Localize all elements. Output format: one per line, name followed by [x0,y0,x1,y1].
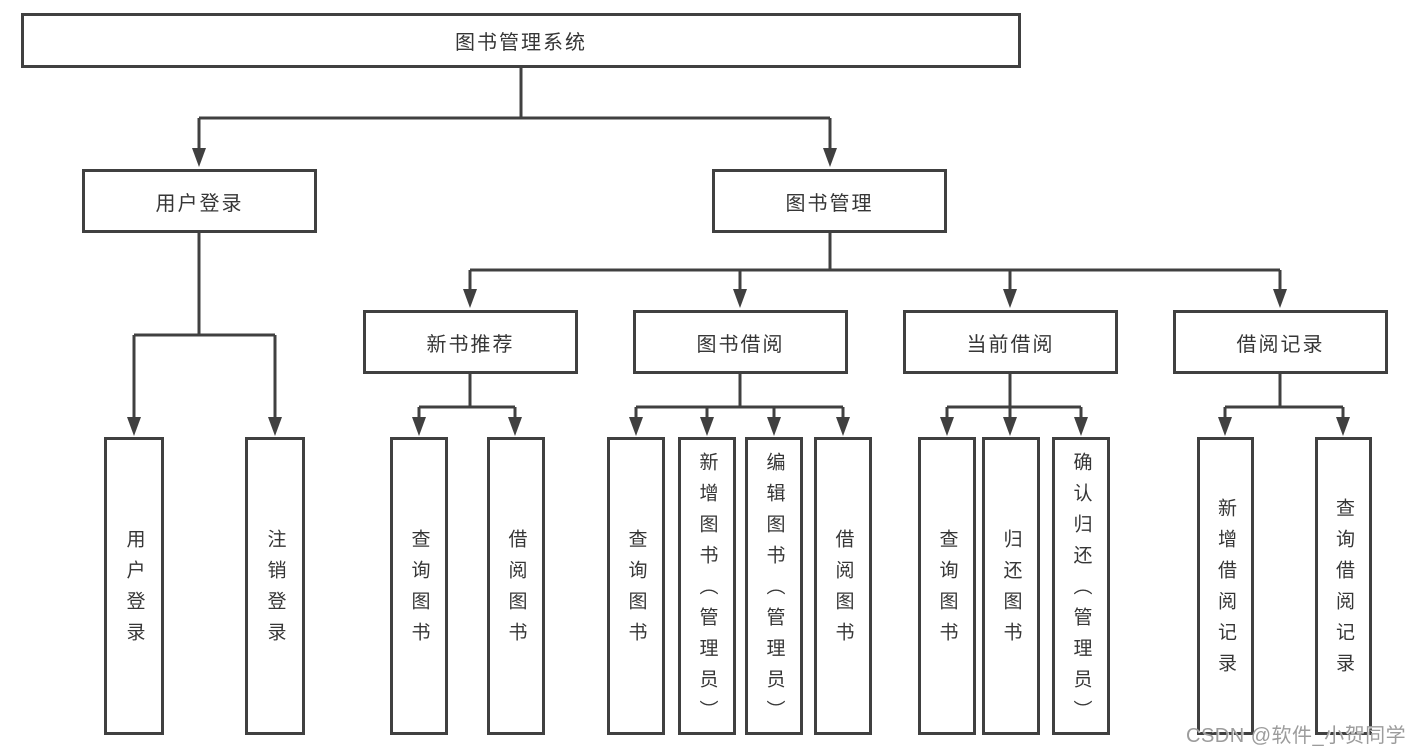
node-book-borrowing-label: 图书借阅 [696,333,785,356]
leaf-logout-label: 注销登录 [264,529,286,653]
leaf-return-book: 归还图书 [982,437,1040,735]
node-library-management-system-label: 图书管理系统 [455,32,587,54]
node-new-book-recommendation: 新书推荐 [363,310,578,374]
node-current-borrowing-label: 当前借阅 [966,333,1055,356]
node-new-book-recommendation-label: 新书推荐 [426,333,515,356]
leaf-query-books-recommend: 查询图书 [390,437,448,735]
leaf-query-borrow-record-label: 查询借阅记录 [1333,498,1354,684]
node-current-borrowing: 当前借阅 [903,310,1118,374]
leaf-logout: 注销登录 [245,437,305,735]
leaf-query-books-recommend-label: 查询图书 [408,529,430,653]
leaf-borrow-books-label: 借阅图书 [832,529,854,653]
leaf-query-books-current-label: 查询图书 [936,529,958,653]
node-user-login-label: 用户登录 [155,192,244,215]
node-borrowing-records-label: 借阅记录 [1236,333,1325,356]
leaf-add-book-admin-label: 新增图书（管理员） [696,451,718,731]
leaf-query-books-current: 查询图书 [918,437,976,735]
leaf-query-borrow-record: 查询借阅记录 [1315,437,1372,735]
leaf-user-login-label: 用户登录 [123,529,145,653]
node-library-management-system: 图书管理系统 [21,13,1021,68]
leaf-query-books-borrow: 查询图书 [607,437,665,735]
csdn-watermark: CSDN @软件_小贺同学 [1186,725,1405,747]
leaf-edit-book-admin-label: 编辑图书（管理员） [763,451,785,731]
leaf-add-book-admin: 新增图书（管理员） [678,437,736,735]
leaf-borrow-books-recommend: 借阅图书 [487,437,545,735]
leaf-confirm-return-admin: 确认归还（管理员） [1052,437,1110,735]
leaf-borrow-books-recommend-label: 借阅图书 [505,529,527,653]
node-book-borrowing: 图书借阅 [633,310,848,374]
leaf-borrow-books: 借阅图书 [814,437,872,735]
arrowheads [127,148,1350,436]
leaf-return-book-label: 归还图书 [1000,529,1022,653]
node-borrowing-records: 借阅记录 [1173,310,1388,374]
leaf-user-login: 用户登录 [104,437,164,735]
node-book-management: 图书管理 [712,169,947,233]
leaf-edit-book-admin: 编辑图书（管理员） [745,437,803,735]
leaf-confirm-return-admin-label: 确认归还（管理员） [1070,451,1092,731]
node-user-login: 用户登录 [82,169,317,233]
node-book-management-label: 图书管理 [785,192,874,215]
leaf-add-borrow-record-label: 新增借阅记录 [1215,498,1236,684]
leaf-add-borrow-record: 新增借阅记录 [1197,437,1254,735]
leaf-query-books-borrow-label: 查询图书 [625,529,647,653]
